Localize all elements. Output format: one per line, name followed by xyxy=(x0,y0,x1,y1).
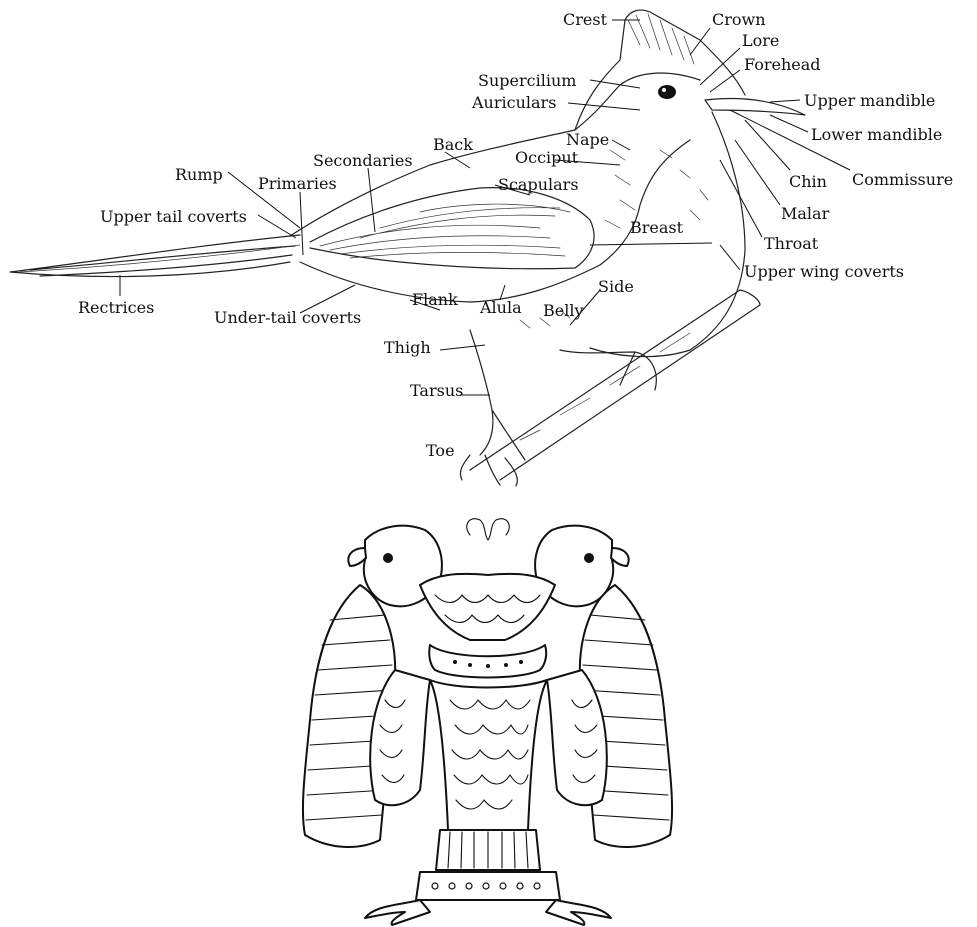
label-primaries: Primaries xyxy=(258,174,337,193)
label-breast: Breast xyxy=(630,218,684,237)
label-throat: Throat xyxy=(764,234,819,253)
perch-branch xyxy=(470,290,760,480)
label-secondaries: Secondaries xyxy=(313,151,413,170)
label-alula: Alula xyxy=(479,298,522,317)
label-flank: Flank xyxy=(412,290,458,309)
label-crown: Crown xyxy=(712,10,766,29)
wing-feathers xyxy=(320,204,570,258)
body-outline xyxy=(290,85,690,302)
label-upper-mandible: Upper mandible xyxy=(804,91,935,110)
leader-crown xyxy=(690,28,710,55)
leader-lower-mandible xyxy=(770,115,808,132)
collar xyxy=(429,645,546,678)
label-belly: Belly xyxy=(543,301,584,320)
label-back: Back xyxy=(433,135,473,154)
label-auriculars: Auriculars xyxy=(471,93,556,112)
body xyxy=(430,680,547,830)
toes xyxy=(460,455,517,486)
leader-malar xyxy=(735,140,780,205)
leader-primaries xyxy=(300,192,303,255)
label-under-tail-coverts: Under-tail coverts xyxy=(214,308,361,327)
leader-upper-tail-coverts xyxy=(258,215,296,238)
necks xyxy=(420,574,555,640)
bird-drawing xyxy=(10,10,805,486)
label-nape: Nape xyxy=(566,130,609,149)
leader-breast xyxy=(590,243,712,245)
eye-highlight xyxy=(662,88,666,92)
anatomy-labels: Crest Crown Lore Forehead Supercilium Up… xyxy=(78,10,953,460)
label-chin: Chin xyxy=(789,172,827,191)
leader-upper-wing-coverts xyxy=(720,245,740,270)
label-crest: Crest xyxy=(563,10,608,29)
leader-chin xyxy=(745,120,790,170)
label-forehead: Forehead xyxy=(744,55,821,74)
leader-thigh xyxy=(440,345,485,350)
label-supercilium: Supercilium xyxy=(478,71,576,90)
right-talons xyxy=(546,900,611,925)
label-malar: Malar xyxy=(781,204,830,223)
leader-auriculars xyxy=(568,103,640,110)
label-scapulars: Scapulars xyxy=(498,175,579,194)
label-tarsus: Tarsus xyxy=(410,381,463,400)
leader-upper-mandible xyxy=(770,100,800,102)
label-lore: Lore xyxy=(742,31,779,50)
leader-throat xyxy=(720,160,762,237)
label-upper-tail-coverts: Upper tail coverts xyxy=(100,207,247,226)
label-occiput: Occiput xyxy=(515,148,579,167)
top-scroll xyxy=(467,519,510,540)
left-eye xyxy=(383,553,393,563)
leader-lore xyxy=(700,48,740,85)
crest-feathers xyxy=(628,14,694,64)
leader-secondaries xyxy=(368,168,375,232)
label-rectrices: Rectrices xyxy=(78,298,154,317)
right-eye xyxy=(584,553,594,563)
label-commissure: Commissure xyxy=(852,170,953,189)
eye xyxy=(658,85,676,99)
label-thigh: Thigh xyxy=(384,338,431,357)
double-headed-eagle-emblem xyxy=(303,519,672,925)
label-side: Side xyxy=(598,277,634,296)
label-rump: Rump xyxy=(175,165,223,184)
perch-texture xyxy=(520,333,690,440)
label-upper-wing-coverts: Upper wing coverts xyxy=(744,262,904,281)
leader-nape xyxy=(612,140,630,150)
label-toe: Toe xyxy=(426,441,455,460)
tail xyxy=(10,235,300,277)
left-talons xyxy=(365,900,430,925)
label-lower-mandible: Lower mandible xyxy=(811,125,942,144)
leader-forehead xyxy=(710,70,740,92)
